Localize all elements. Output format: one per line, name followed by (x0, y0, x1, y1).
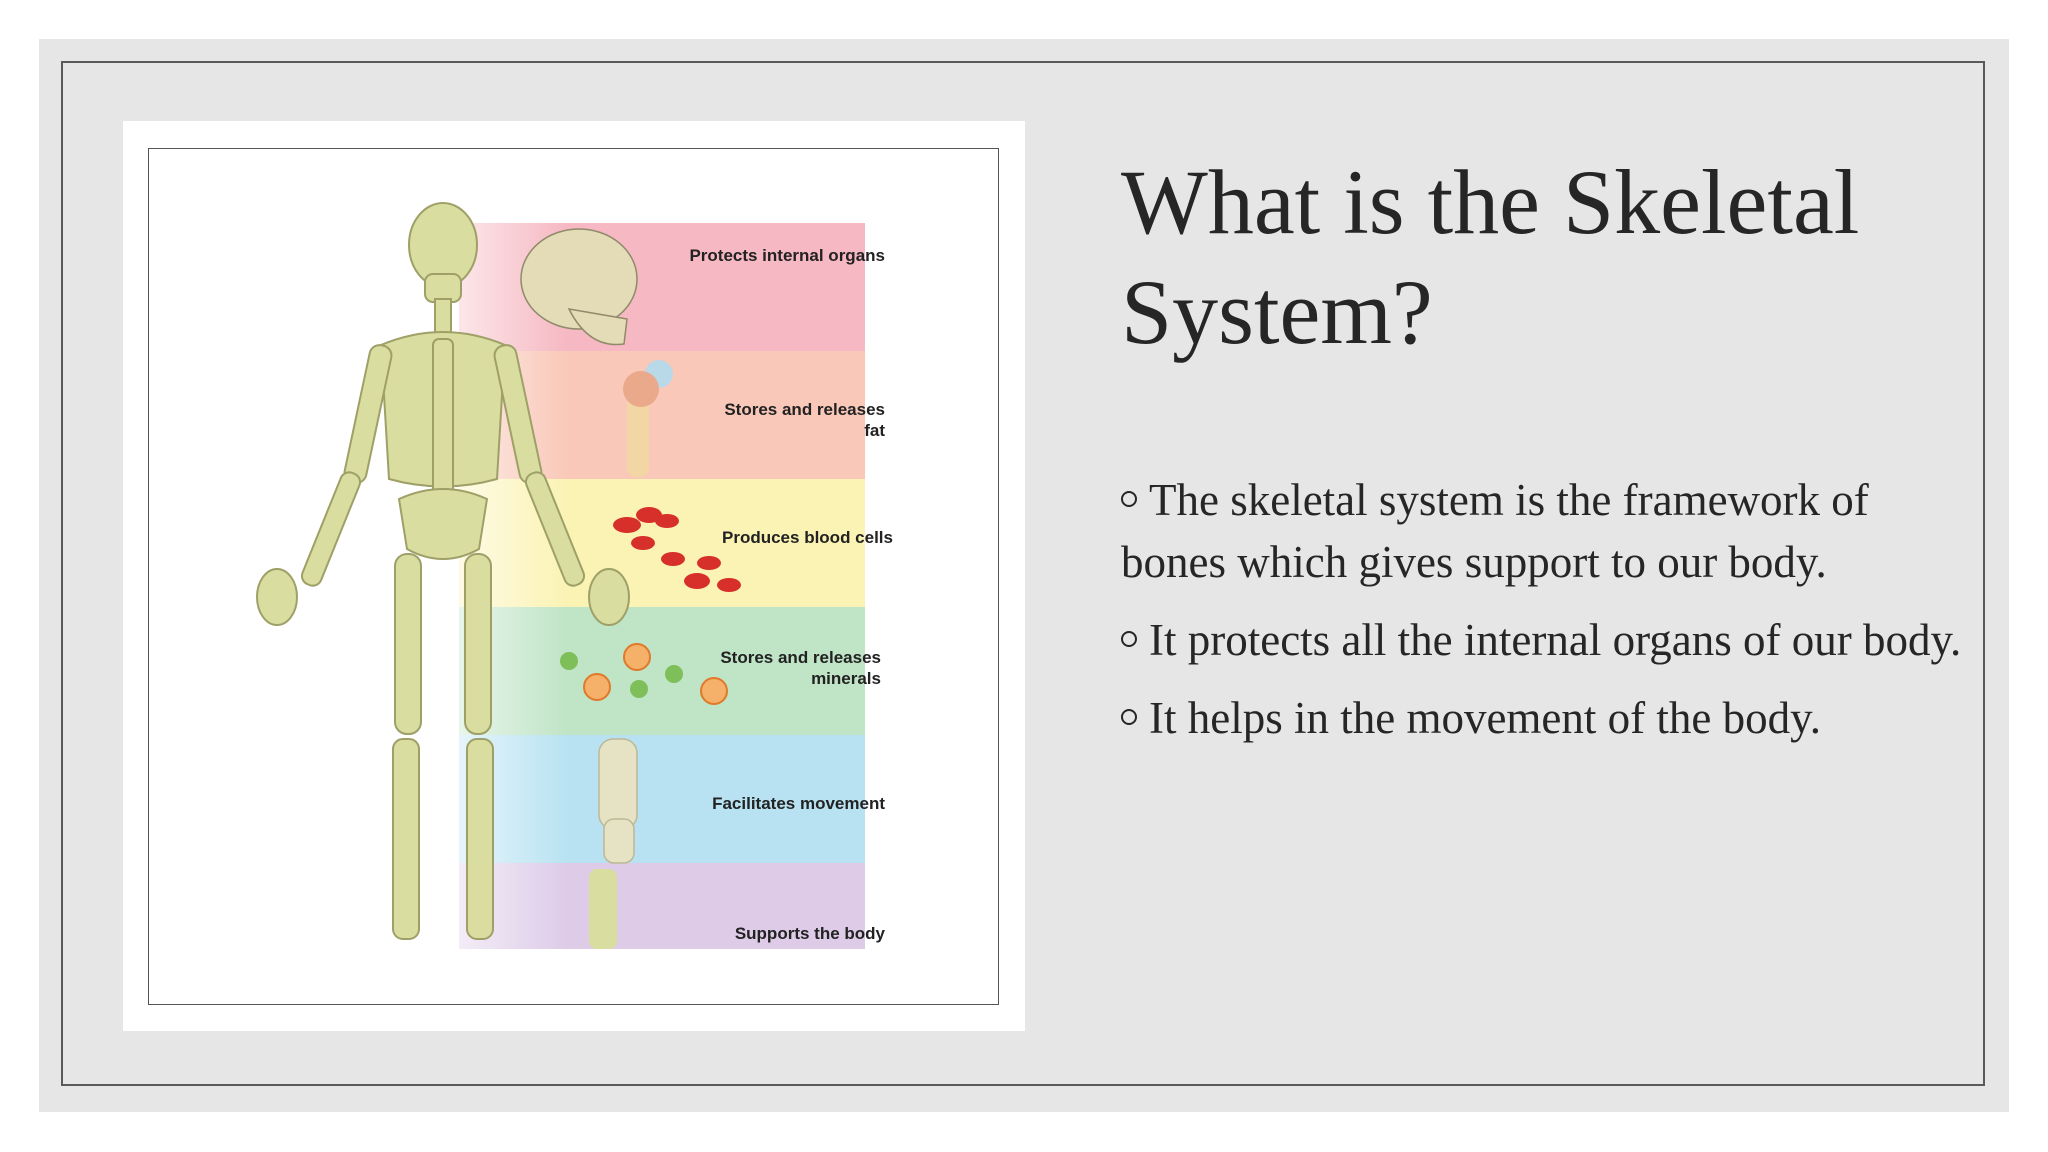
skull-detail (520, 228, 638, 346)
bullet-list: The skeletal system is the framework of … (1121, 469, 1981, 765)
label-stores-fat-line1: Stores and releases (724, 400, 885, 419)
skeleton-illustration (256, 202, 865, 949)
label-supports-the-body: Supports the body (734, 924, 885, 943)
slide-title: What is the Skeletal System? (1121, 151, 1860, 363)
label-produces-blood-cells: Produces blood cells (722, 528, 893, 547)
bullet-text: It helps in the movement of the body. (1149, 693, 1821, 743)
label-stores-minerals-line1: Stores and releases (720, 648, 881, 667)
knee-detail (598, 738, 638, 864)
femur-detail (623, 360, 673, 477)
bullet-circle-icon (1121, 490, 1137, 507)
bullet-circle-icon (1121, 630, 1137, 647)
slide: Protects internal organs Stores and rele… (39, 39, 2009, 1112)
label-protects-internal-organs: Protects internal organs (689, 246, 885, 265)
skeleton (256, 202, 630, 940)
skeletal-functions-figure: Protects internal organs Stores and rele… (148, 148, 999, 1005)
bullet-text: The skeletal system is the framework of … (1121, 475, 1869, 587)
figure-card: Protects internal organs Stores and rele… (123, 121, 1025, 1031)
mineral-ions (560, 643, 728, 705)
bullet-item: It protects all the internal organs of o… (1121, 609, 1981, 671)
bullet-circle-icon (1121, 708, 1137, 725)
label-stores-fat-line2: fat (864, 421, 885, 440)
label-stores-minerals-line2: minerals (811, 669, 881, 688)
bullet-text: It protects all the internal organs of o… (1149, 615, 1962, 665)
blood-cells (613, 507, 741, 592)
slide-frame (61, 61, 1985, 1086)
label-facilitates-movement: Facilitates movement (712, 794, 885, 813)
bullet-item: The skeletal system is the framework of … (1121, 469, 1981, 593)
bullet-item: It helps in the movement of the body. (1121, 687, 1981, 749)
